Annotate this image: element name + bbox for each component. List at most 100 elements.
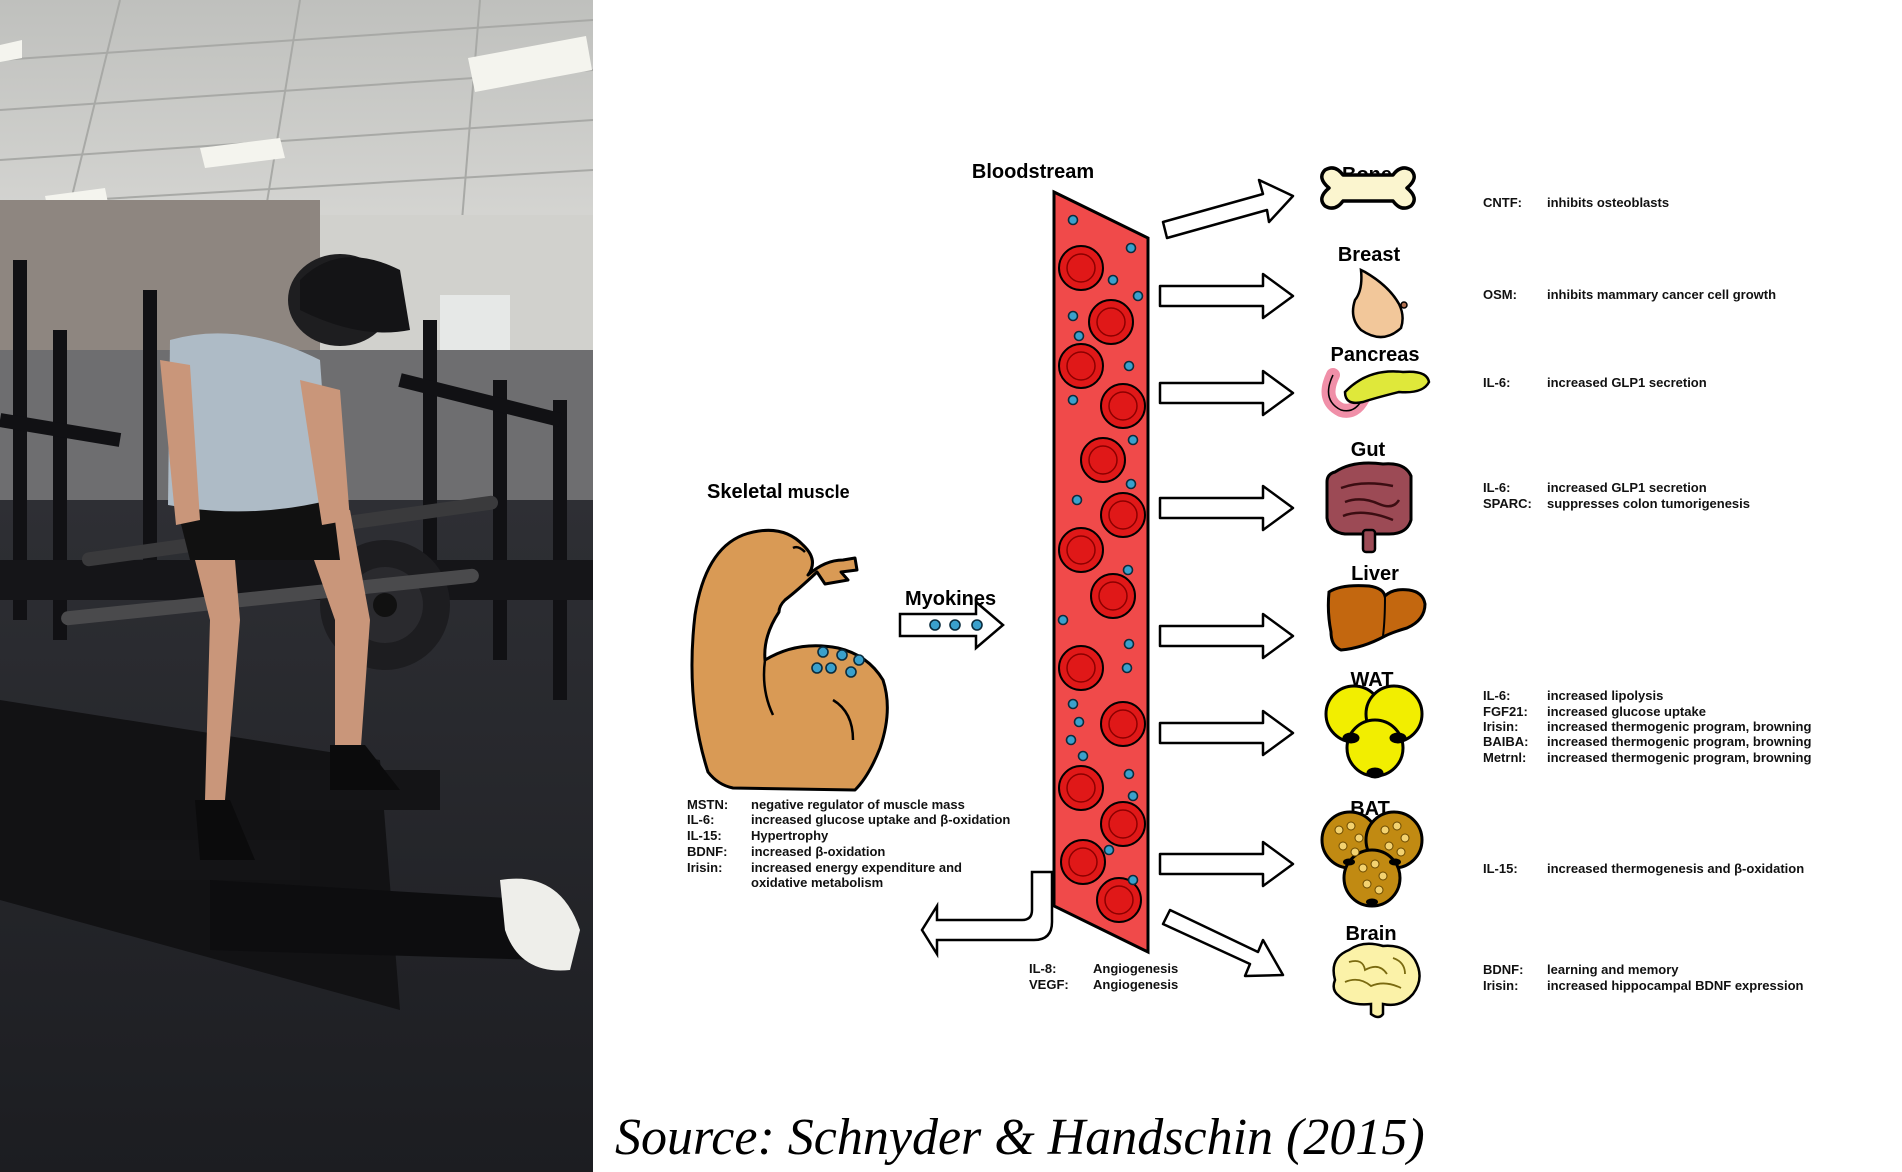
svg-text:Metrnl:: Metrnl: — [1483, 750, 1526, 765]
organ-effect-key: IL-6: — [1483, 480, 1510, 495]
svg-text:learning and memory: learning and memory — [1547, 962, 1679, 977]
arrow-to-brain — [1161, 908, 1285, 978]
organ-effect-value: inhibits mammary cancer cell growth — [1547, 287, 1776, 302]
svg-text:SPARC:: SPARC: — [1483, 496, 1532, 511]
red-blood-cell — [1100, 701, 1146, 747]
organ-effect-value: increased thermogenic program, browning — [1547, 750, 1811, 765]
svg-text:increased hippocampal BDNF exp: increased hippocampal BDNF expression — [1547, 978, 1804, 993]
svg-text:Irisin:: Irisin: — [1483, 978, 1518, 993]
svg-text:inhibits osteoblasts: inhibits osteoblasts — [1547, 195, 1669, 210]
red-blood-cell — [1058, 527, 1104, 573]
source-citation: Source: Schnyder & Handschin (2015) — [615, 1109, 1425, 1166]
svg-text:IL-15:: IL-15: — [1483, 861, 1518, 876]
svg-text:Angiogenesis: Angiogenesis — [1093, 977, 1178, 992]
svg-text:IL-6:: IL-6: — [1483, 688, 1510, 703]
arrow-to-wat — [1158, 709, 1295, 757]
bone-icon — [1320, 166, 1416, 210]
organ-effect-value: increased GLP1 secretion — [1547, 375, 1707, 390]
brain-icon — [1332, 942, 1421, 1019]
organ-effect-key: Irisin: — [1483, 719, 1518, 734]
red-blood-cell — [1096, 877, 1142, 923]
bloodstream-label: Bloodstream — [972, 161, 1094, 183]
muscle-effect-value: negative regulator of muscle mass — [751, 797, 965, 812]
arrow-to-gut — [1158, 484, 1295, 532]
organ-effect-value: increased hippocampal BDNF expression — [1547, 978, 1804, 993]
svg-text:increased glucose uptake and β: increased glucose uptake and β-oxidation — [751, 812, 1010, 827]
blood-effect-value: Angiogenesis — [1093, 977, 1178, 992]
muscle-effect-value: increased β-oxidation — [751, 844, 885, 859]
flexed-arm-icon — [690, 528, 889, 792]
muscle-effect-value: oxidative metabolism — [751, 875, 883, 890]
organ-effect-value: increased lipolysis — [1547, 688, 1663, 703]
organ-arrows — [1158, 178, 1295, 978]
organ-name-brain: Brain — [1345, 923, 1396, 945]
svg-text:IL-15:: IL-15: — [687, 828, 722, 843]
organ-name-liver: Liver — [1351, 563, 1399, 585]
svg-text:IL-8:: IL-8: — [1029, 961, 1056, 976]
muscle-effect-key: IL-6: — [687, 812, 714, 827]
svg-text:VEGF:: VEGF: — [1029, 977, 1069, 992]
arrow-to-breast — [1158, 272, 1295, 320]
svg-text:increased lipolysis: increased lipolysis — [1547, 688, 1663, 703]
organ-effects: CNTF: inhibits osteoblasts OSM: inhibits… — [1483, 195, 1811, 993]
organ-effect-key: OSM: — [1483, 287, 1517, 302]
blood-effect-key: IL-8: — [1029, 961, 1056, 976]
svg-text:Hypertrophy: Hypertrophy — [751, 828, 829, 843]
svg-text:increased thermogenesis and β-: increased thermogenesis and β-oxidation — [1547, 861, 1804, 876]
svg-text:increased glucose uptake: increased glucose uptake — [1547, 704, 1706, 719]
red-blood-cell — [1060, 839, 1106, 885]
muscle-effect-key: MSTN: — [687, 797, 728, 812]
organ-effect-key: BAIBA: — [1483, 734, 1529, 749]
svg-text:Irisin:: Irisin: — [687, 860, 722, 875]
svg-text:oxidative metabolism: oxidative metabolism — [751, 875, 883, 890]
white-fat-icon — [1324, 684, 1424, 779]
muscle-effect-key: IL-15: — [687, 828, 722, 843]
svg-text:increased energy expenditure a: increased energy expenditure and — [751, 860, 962, 875]
muscle-effect-value: increased energy expenditure and — [751, 860, 962, 875]
muscle-effects: MSTN: negative regulator of muscle mass … — [687, 797, 1010, 890]
svg-text:suppresses colon tumorigenesis: suppresses colon tumorigenesis — [1547, 496, 1750, 511]
organ-effect-key: IL-6: — [1483, 688, 1510, 703]
organ-effect-value: increased thermogenic program, browning — [1547, 734, 1811, 749]
blood-effects: IL-8: Angiogenesis VEGF: Angiogenesis — [1029, 961, 1178, 992]
svg-text:BAIBA:: BAIBA: — [1483, 734, 1529, 749]
arrow-to-bone — [1161, 178, 1295, 240]
svg-text:Irisin:: Irisin: — [1483, 719, 1518, 734]
myokine-diagram: Bloodstream Skeletal muscle Myokines — [687, 161, 1811, 1019]
svg-text:increased GLP1 secretion: increased GLP1 secretion — [1547, 480, 1707, 495]
red-blood-cell — [1090, 573, 1136, 619]
organ-effect-key: IL-15: — [1483, 861, 1518, 876]
red-blood-cell — [1100, 492, 1146, 538]
organ-effect-key: SPARC: — [1483, 496, 1532, 511]
svg-text:increased β-oxidation: increased β-oxidation — [751, 844, 885, 859]
organ-effect-value: inhibits osteoblasts — [1547, 195, 1669, 210]
organ-effect-value: suppresses colon tumorigenesis — [1547, 496, 1750, 511]
red-blood-cells — [1058, 245, 1146, 923]
gut-icon — [1325, 461, 1413, 554]
blood-effect-key: VEGF: — [1029, 977, 1069, 992]
svg-text:increased thermogenic program,: increased thermogenic program, browning — [1547, 750, 1811, 765]
svg-text:inhibits mammary cancer cell g: inhibits mammary cancer cell growth — [1547, 287, 1776, 302]
svg-text:increased thermogenic program,: increased thermogenic program, browning — [1547, 719, 1811, 734]
organ-name-breast: Breast — [1338, 244, 1401, 266]
svg-text:OSM:: OSM: — [1483, 287, 1517, 302]
red-blood-cell — [1058, 245, 1104, 291]
red-blood-cell — [1058, 765, 1104, 811]
organ-effect-value: increased thermogenesis and β-oxidation — [1547, 861, 1804, 876]
svg-text:BDNF:: BDNF: — [687, 844, 727, 859]
organ-effect-value: increased glucose uptake — [1547, 704, 1706, 719]
organ-name-gut: Gut — [1351, 439, 1386, 461]
organ-effect-key: Irisin: — [1483, 978, 1518, 993]
arrow-to-pancreas — [1158, 369, 1295, 417]
arm-myokines — [811, 646, 865, 678]
skeletal-muscle-label: Skeletal muscle — [707, 481, 850, 503]
svg-text:MSTN:: MSTN: — [687, 797, 728, 812]
blood-effect-value: Angiogenesis — [1093, 961, 1178, 976]
svg-text:FGF21:: FGF21: — [1483, 704, 1528, 719]
skeletal-label: Skeletal — [707, 481, 783, 503]
myokines-label: Myokines — [905, 588, 996, 610]
red-blood-cell — [1080, 437, 1126, 483]
svg-text:increased thermogenic program,: increased thermogenic program, browning — [1547, 734, 1811, 749]
svg-text:negative regulator of muscle m: negative regulator of muscle mass — [751, 797, 965, 812]
muscle-effect-key: Irisin: — [687, 860, 722, 875]
